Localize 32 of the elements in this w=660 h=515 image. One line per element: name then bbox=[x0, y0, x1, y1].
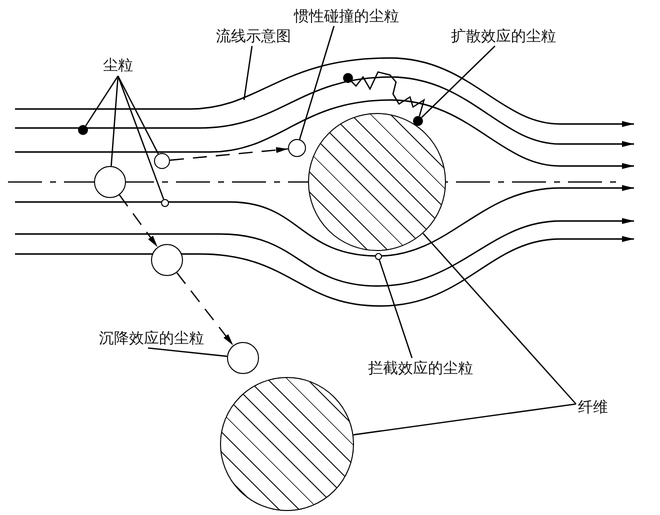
leader-line bbox=[421, 46, 496, 118]
callout-label: 流线示意图 bbox=[216, 27, 291, 45]
callout-label: 尘粒 bbox=[103, 56, 133, 74]
callout-label: 扩散效应的尘粒 bbox=[451, 27, 556, 45]
particle-circle bbox=[227, 342, 259, 374]
leader-line bbox=[110, 76, 119, 166]
particle-dot bbox=[343, 73, 353, 83]
leader-line bbox=[85, 76, 119, 126]
leader-line bbox=[117, 76, 159, 154]
particle-circle bbox=[94, 166, 126, 198]
fiber-circle bbox=[308, 113, 446, 251]
callout-label: 拦截效应的尘粒 bbox=[368, 359, 473, 377]
particle-circle bbox=[161, 199, 169, 207]
leader-line bbox=[422, 232, 576, 404]
leader-line bbox=[378, 259, 413, 358]
leader-line bbox=[298, 26, 335, 140]
callout-label: 惯性碰撞的尘粒 bbox=[294, 7, 399, 25]
trajectory-arrow bbox=[118, 194, 158, 248]
callout-label: 沉降效应的尘粒 bbox=[99, 329, 204, 347]
zigzag-path bbox=[351, 71, 426, 116]
particle-dot bbox=[78, 125, 88, 135]
particle-circle bbox=[151, 244, 183, 276]
leader-line bbox=[148, 347, 228, 357]
trajectory-arrow bbox=[170, 147, 288, 161]
particle-circle bbox=[374, 252, 382, 260]
leader-line bbox=[243, 46, 253, 100]
particle-circle bbox=[288, 139, 306, 157]
leader-line bbox=[353, 403, 576, 436]
callout-label: 纤维 bbox=[578, 398, 608, 416]
leader-line bbox=[117, 76, 164, 200]
particle-circle bbox=[154, 153, 170, 169]
trajectory-arrow bbox=[176, 272, 234, 346]
